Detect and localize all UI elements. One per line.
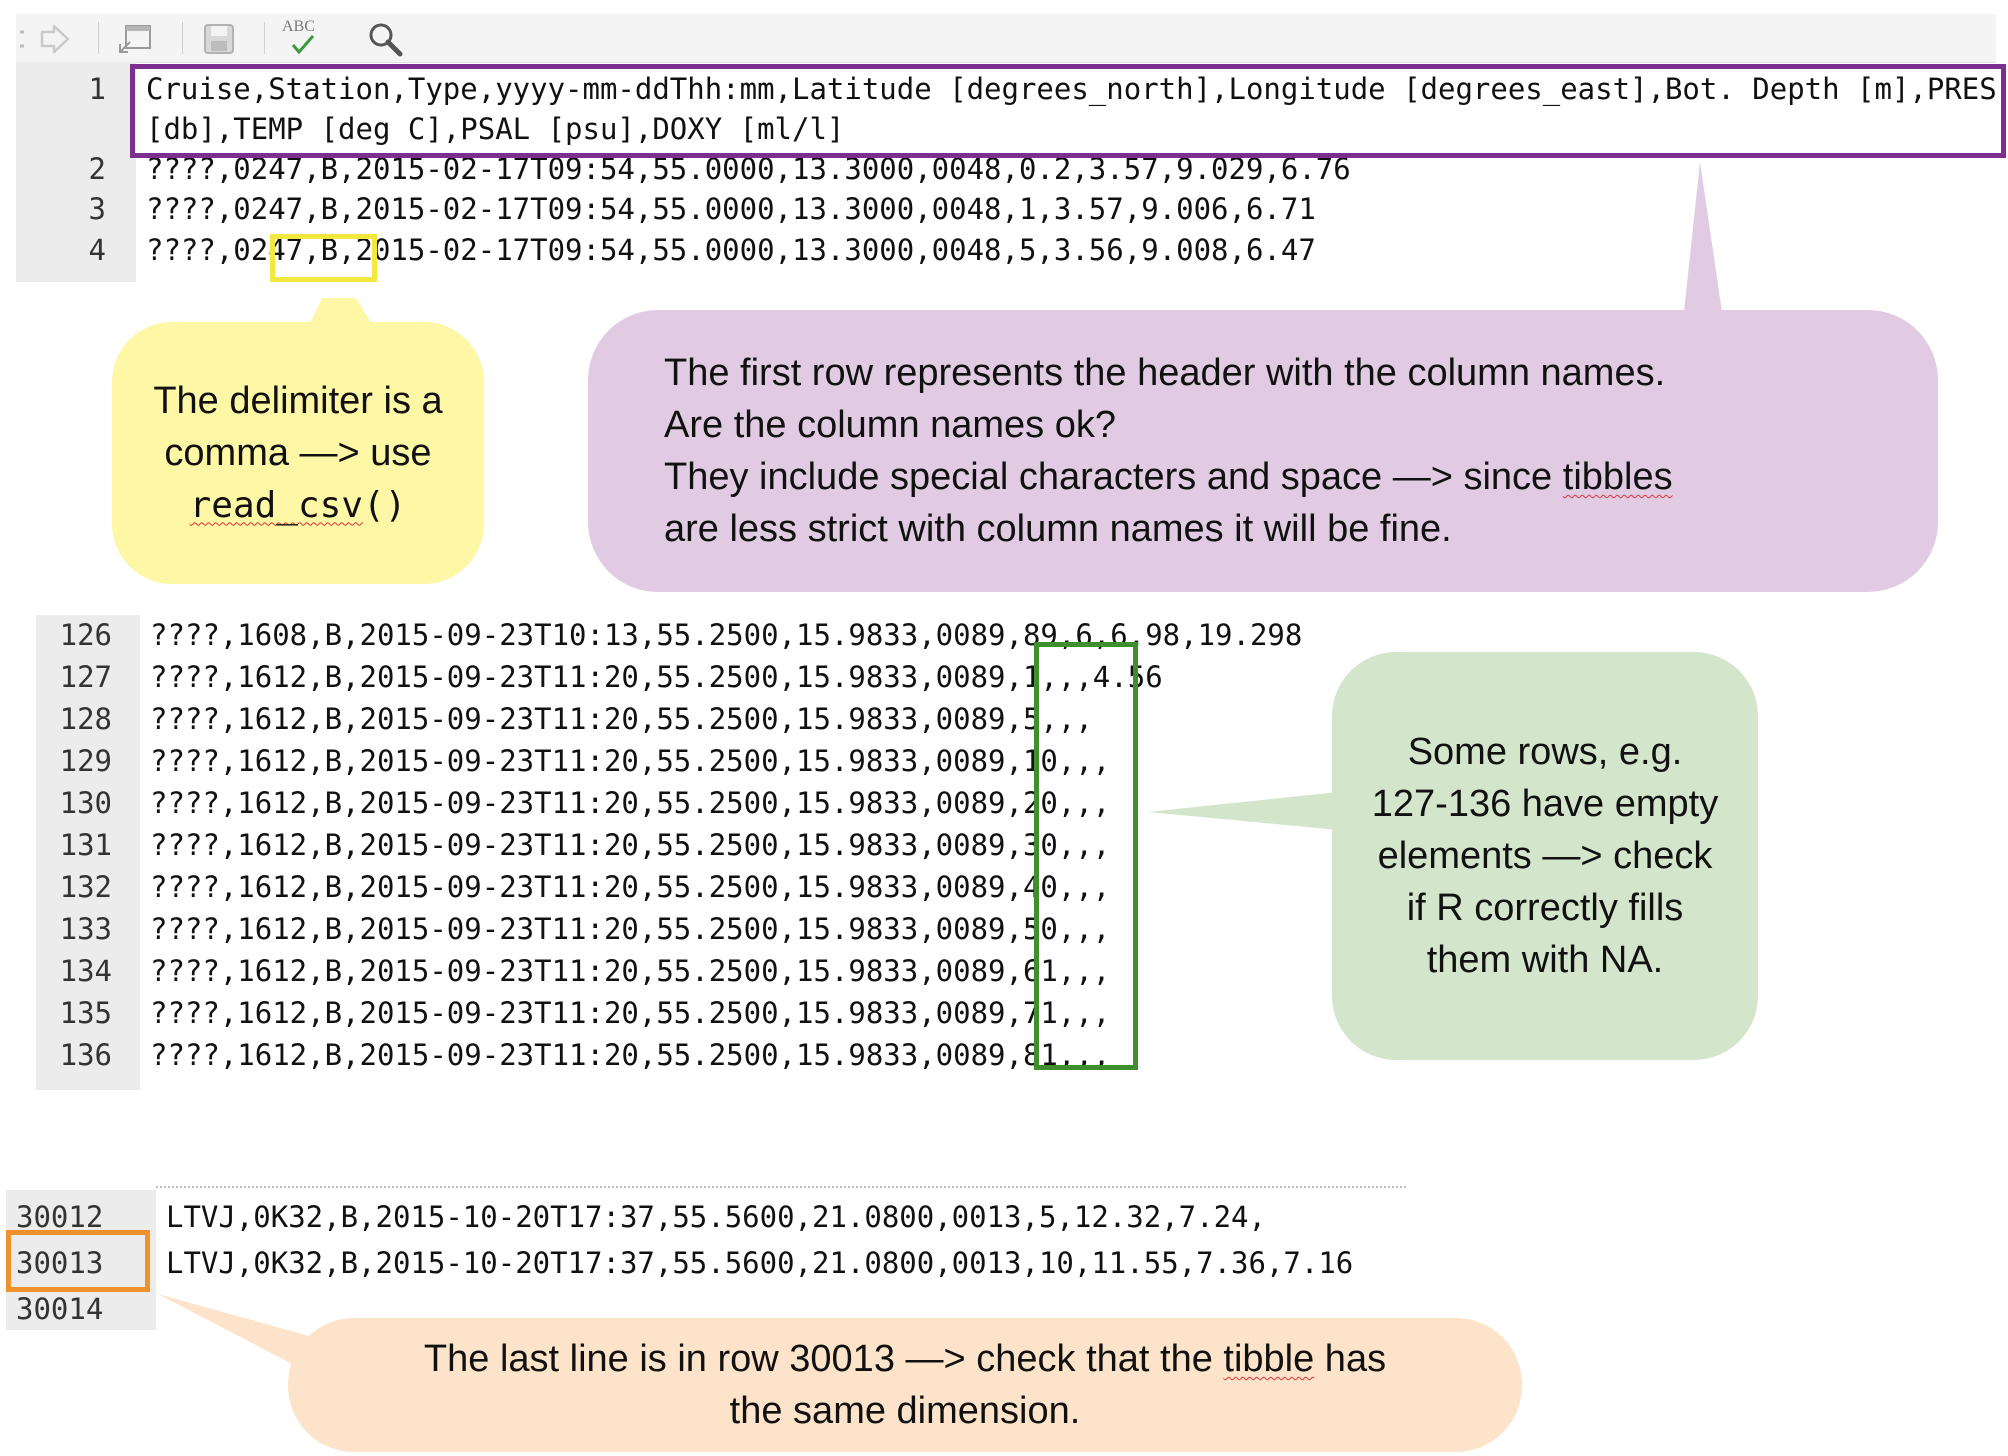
show-in-window-icon[interactable] bbox=[116, 22, 156, 56]
empty-elements-highlight-box bbox=[1034, 642, 1138, 1070]
last-row-annotation: The last line is in row 30013 —> check t… bbox=[288, 1318, 1522, 1452]
save-icon[interactable] bbox=[202, 22, 236, 56]
code-line: ????,0247,B,2015-02-17T09:54,55.0000,13.… bbox=[146, 192, 1316, 226]
code-line: ????,1612,B,2015-09-23T11:20,55.2500,15.… bbox=[150, 912, 1111, 946]
line-number-gutter bbox=[16, 62, 136, 282]
code-line-header: Cruise,Station,Type,yyyy-mm-ddThh:mm,Lat… bbox=[146, 72, 1997, 106]
line-number: 30012 bbox=[16, 1200, 104, 1234]
line-number: 136 bbox=[59, 1038, 112, 1072]
code-line: ????,1612,B,2015-09-23T11:20,55.2500,15.… bbox=[150, 954, 1111, 988]
delimiter-annotation: The delimiter is a comma —> use read_csv… bbox=[112, 322, 484, 584]
line-number: 129 bbox=[59, 744, 112, 778]
code-line: ????,1612,B,2015-09-23T11:20,55.2500,15.… bbox=[150, 828, 1111, 862]
delimiter-highlight-box bbox=[270, 234, 377, 282]
header-annotation: The first row represents the header with… bbox=[588, 310, 1938, 592]
header-callout-pointer bbox=[1684, 162, 1722, 312]
search-icon[interactable] bbox=[366, 20, 404, 58]
code-line: ????,1612,B,2015-09-23T11:20,55.2500,15.… bbox=[150, 660, 1163, 694]
code-line: ????,1612,B,2015-09-23T11:20,55.2500,15.… bbox=[150, 996, 1111, 1030]
code-line-header-wrap: [db],TEMP [deg C],PSAL [psu],DOXY [ml/l] bbox=[146, 112, 845, 146]
line-number: 135 bbox=[59, 996, 112, 1030]
line-number: 128 bbox=[59, 702, 112, 736]
empty-callout-pointer bbox=[1148, 792, 1338, 830]
code-line: LTVJ,0K32,B,2015-10-20T17:37,55.5600,21.… bbox=[166, 1200, 1266, 1234]
code-line: ????,1612,B,2015-09-23T11:20,55.2500,15.… bbox=[150, 786, 1111, 820]
editor-fade bbox=[136, 268, 1336, 288]
code-line: LTVJ,0K32,B,2015-10-20T17:37,55.5600,21.… bbox=[166, 1246, 1354, 1280]
code-line: ????,1612,B,2015-09-23T11:20,55.2500,15.… bbox=[150, 702, 1093, 736]
last-callout-pointer bbox=[158, 1294, 316, 1366]
code-line: ????,1612,B,2015-09-23T11:20,55.2500,15.… bbox=[150, 744, 1111, 778]
spellcheck-icon[interactable]: ABC bbox=[280, 18, 324, 58]
last-row-highlight-box bbox=[6, 1230, 150, 1292]
editor-toolbar: ABC bbox=[16, 14, 1996, 63]
forward-arrow-icon[interactable] bbox=[16, 22, 76, 56]
line-number-gutter bbox=[36, 615, 140, 1090]
line-number: 133 bbox=[59, 912, 112, 946]
editor-cut-edge bbox=[156, 1186, 1406, 1191]
line-number: 2 bbox=[88, 152, 106, 186]
line-number: 1 bbox=[88, 72, 106, 106]
header-highlight-box bbox=[130, 64, 2006, 158]
delimiter-callout-pointer bbox=[310, 298, 372, 324]
line-number: 30013 bbox=[16, 1246, 104, 1280]
line-number: 3 bbox=[88, 192, 106, 226]
line-number: 30014 bbox=[16, 1292, 104, 1326]
code-line: ????,1612,B,2015-09-23T11:20,55.2500,15.… bbox=[150, 870, 1111, 904]
line-number: 130 bbox=[59, 786, 112, 820]
line-number: 134 bbox=[59, 954, 112, 988]
read-csv-code: read_csv bbox=[189, 484, 363, 526]
line-number: 126 bbox=[59, 618, 112, 652]
line-number: 4 bbox=[88, 233, 106, 267]
code-line: ????,1612,B,2015-09-23T11:20,55.2500,15.… bbox=[150, 1038, 1111, 1072]
empty-elements-annotation: Some rows, e.g. 127-136 have empty eleme… bbox=[1332, 652, 1758, 1060]
line-number-gutter bbox=[6, 1190, 156, 1330]
line-number: 127 bbox=[59, 660, 112, 694]
line-number: 131 bbox=[59, 828, 112, 862]
line-number: 132 bbox=[59, 870, 112, 904]
